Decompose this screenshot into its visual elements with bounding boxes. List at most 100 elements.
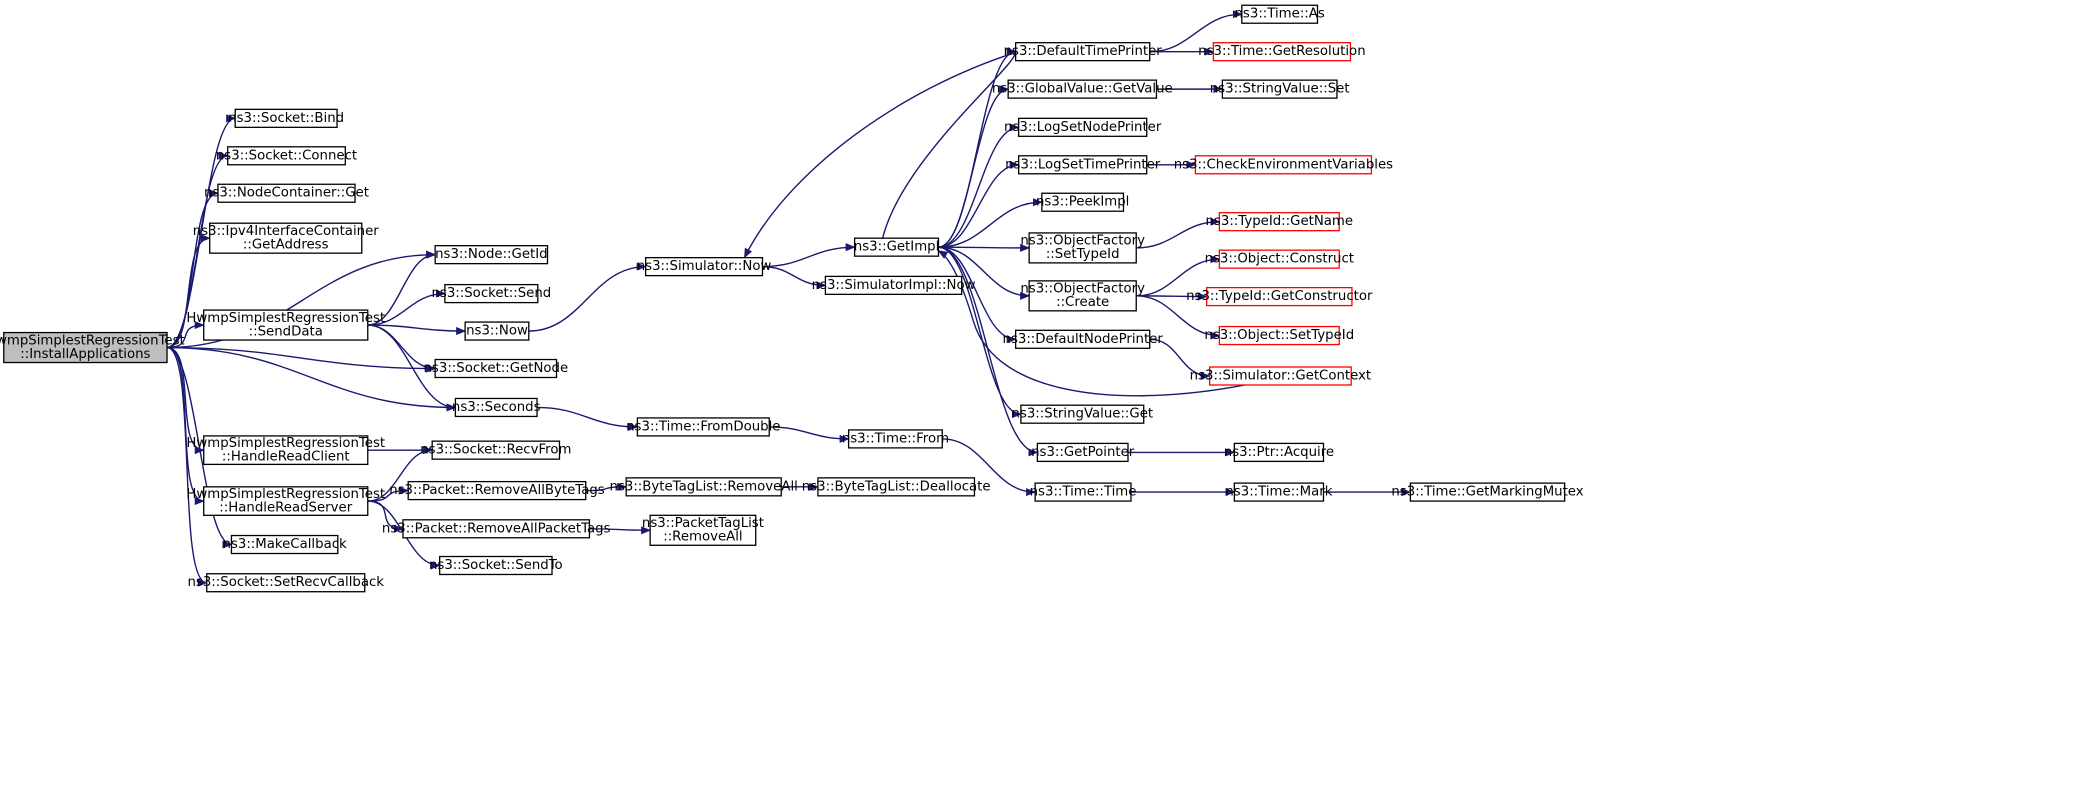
node-svset[interactable]: ns3::StringValue::Set bbox=[1210, 79, 1350, 99]
node-label: ::RemoveAll bbox=[663, 530, 742, 545]
node-ptlremoveall[interactable]: ns3::PacketTagList::RemoveAll bbox=[642, 514, 764, 546]
edge-senddata-to-now bbox=[367, 324, 467, 336]
node-handleclient[interactable]: HwmpSimplestRegressionTest::HandleReadCl… bbox=[186, 435, 385, 466]
node-nodegetid[interactable]: ns3::Node::GetId bbox=[434, 245, 549, 265]
edge-root-to-seconds bbox=[167, 346, 457, 412]
node-timetime[interactable]: ns3::Time::Time bbox=[1030, 482, 1137, 502]
node-layer: HwmpSimplestRegressionTest::InstallAppli… bbox=[0, 4, 1584, 593]
node-peekimpl[interactable]: ns3::PeekImpl bbox=[1036, 192, 1129, 212]
node-rmbytetags[interactable]: ns3::Packet::RemoveAllByteTags bbox=[389, 480, 605, 501]
node-logsetnode[interactable]: ns3::LogSetNodePrinter bbox=[1004, 117, 1162, 137]
edge-getimpl-to-ofsettypeid bbox=[938, 243, 1031, 252]
node-label: ns3::ObjectFactory bbox=[1020, 282, 1145, 297]
node-box bbox=[1409, 482, 1566, 502]
edge-simnow-to-getimpl bbox=[762, 243, 856, 268]
edge-ofcreate-to-objsettypeid bbox=[1136, 295, 1221, 340]
node-sendto[interactable]: ns3::Socket::SendTo bbox=[429, 555, 563, 576]
node-deftimeprinter[interactable]: ns3::DefaultTimePrinter bbox=[1004, 42, 1163, 62]
node-label: HwmpSimplestRegressionTest bbox=[186, 436, 385, 451]
node-label: ns3::StringValue::Get bbox=[1011, 407, 1153, 422]
node-label: ns3::DefaultTimePrinter bbox=[1004, 44, 1163, 59]
node-box bbox=[1218, 249, 1340, 269]
node-ofsettypeid[interactable]: ns3::ObjectFactory::SetTypeId bbox=[1020, 232, 1145, 264]
edge-getimpl-to-svget bbox=[938, 246, 1022, 419]
node-getpointer[interactable]: ns3::GetPointer bbox=[1031, 442, 1135, 463]
edge-simnow-to-simimplnow bbox=[762, 265, 827, 290]
node-box bbox=[824, 275, 963, 296]
node-timeas[interactable]: ns3::Time::As bbox=[1235, 4, 1325, 24]
node-handleserver[interactable]: HwmpSimplestRegressionTest::HandleReadSe… bbox=[186, 486, 385, 516]
node-ofcreate[interactable]: ns3::ObjectFactory::Create bbox=[1020, 280, 1145, 312]
node-box bbox=[817, 477, 976, 497]
node-typeidgetctor[interactable]: ns3::TypeId::GetConstructor bbox=[1186, 286, 1373, 307]
node-now[interactable]: ns3::Now bbox=[464, 321, 530, 341]
edge-getimpl-to-simnow bbox=[743, 51, 1017, 259]
edge-getimpl-to-getpointer bbox=[938, 246, 1039, 457]
edge-root-to-nodecontget bbox=[166, 189, 219, 349]
node-label: ns3::PacketTagList bbox=[642, 516, 764, 531]
node-ipv4addr[interactable]: ns3::Ipv4InterfaceContainer::GetAddress bbox=[193, 222, 380, 254]
edge-root-to-nodegetid bbox=[167, 250, 437, 349]
node-box bbox=[1221, 79, 1338, 99]
node-objsettypeid[interactable]: ns3::Object::SetTypeId bbox=[1204, 325, 1354, 346]
node-label: ns3::StringValue::Set bbox=[1210, 82, 1350, 97]
node-box bbox=[206, 573, 366, 593]
node-objconstruct[interactable]: ns3::Object::Construct bbox=[1205, 249, 1354, 269]
node-label: ns3::DefaultNodePrinter bbox=[1003, 332, 1164, 347]
node-simnow[interactable]: ns3::Simulator::Now bbox=[637, 257, 772, 277]
node-svget[interactable]: ns3::StringValue::Get bbox=[1011, 404, 1153, 424]
node-timemark[interactable]: ns3::Time::Mark bbox=[1225, 482, 1333, 502]
node-box bbox=[402, 519, 591, 539]
node-defnodeprinter[interactable]: ns3::DefaultNodePrinter bbox=[1003, 329, 1164, 349]
edge-root-to-setrecvcb bbox=[166, 346, 208, 587]
node-box bbox=[853, 237, 940, 257]
node-checkenv[interactable]: ns3::CheckEnvironmentVariables bbox=[1174, 155, 1393, 175]
node-sockbind[interactable]: ns3::Socket::Bind bbox=[228, 108, 344, 128]
node-box bbox=[434, 245, 549, 265]
node-timegetres[interactable]: ns3::Time::GetResolution bbox=[1198, 42, 1366, 62]
node-makecallback[interactable]: ns3::MakeCallback bbox=[223, 534, 348, 555]
node-box bbox=[1041, 192, 1125, 212]
node-gvgetvalue[interactable]: ns3::GlobalValue::GetValue bbox=[992, 79, 1173, 99]
node-socksend[interactable]: ns3::Socket::Send bbox=[431, 283, 551, 304]
node-label: ns3::Object::Construct bbox=[1205, 252, 1354, 267]
node-recvfrom[interactable]: ns3::Socket::RecvFrom bbox=[420, 440, 571, 460]
node-label: ns3::Packet::RemoveAllPacketTags bbox=[382, 521, 611, 536]
node-getmarkingmutex[interactable]: ns3::Time::GetMarkingMutex bbox=[1391, 482, 1584, 502]
node-label: ns3::GetPointer bbox=[1031, 445, 1135, 460]
node-box bbox=[1218, 212, 1340, 232]
node-label: ns3::Time::From bbox=[842, 431, 949, 446]
node-box bbox=[203, 309, 369, 341]
node-btlremoveall[interactable]: ns3::ByteTagList::RemoveAll bbox=[610, 477, 798, 497]
node-label: ns3::Simulator::GetContext bbox=[1190, 368, 1371, 383]
node-box bbox=[454, 397, 538, 418]
node-label: ns3::Now bbox=[466, 324, 528, 339]
node-seconds[interactable]: ns3::Seconds bbox=[452, 397, 541, 418]
node-logsettime[interactable]: ns3::LogSetTimePrinter bbox=[1005, 155, 1161, 175]
node-simgetcontext[interactable]: ns3::Simulator::GetContext bbox=[1190, 366, 1371, 386]
node-label: ::SetTypeId bbox=[1046, 247, 1120, 262]
node-label: ns3::Object::SetTypeId bbox=[1204, 328, 1354, 343]
node-simimplnow[interactable]: ns3::SimulatorImpl::Now bbox=[812, 275, 976, 296]
node-label: ::HandleReadServer bbox=[219, 500, 352, 515]
node-ptracquire[interactable]: ns3::Ptr::Acquire bbox=[1224, 442, 1334, 463]
node-btldealloc[interactable]: ns3::ByteTagList::Deallocate bbox=[802, 477, 991, 497]
node-getimpl[interactable]: ns3::GetImpl bbox=[853, 237, 940, 257]
node-box bbox=[203, 486, 369, 516]
node-rmpackettags[interactable]: ns3::Packet::RemoveAllPacketTags bbox=[382, 519, 611, 539]
node-label: ns3::Packet::RemoveAllByteTags bbox=[389, 483, 605, 498]
node-fromdouble[interactable]: ns3::Time::FromDouble bbox=[626, 417, 780, 437]
node-timefrom[interactable]: ns3::Time::From bbox=[842, 429, 949, 449]
node-sockconnect[interactable]: ns3::Socket::Connect bbox=[216, 146, 357, 166]
node-label: ::GetAddress bbox=[243, 237, 329, 252]
node-nodecontget[interactable]: ns3::NodeContainer::Get bbox=[204, 183, 369, 203]
node-root[interactable]: HwmpSimplestRegressionTest::InstallAppli… bbox=[0, 331, 185, 364]
edge-senddata-to-seconds bbox=[367, 324, 457, 412]
node-box bbox=[1017, 117, 1148, 137]
node-setrecvcb[interactable]: ns3::Socket::SetRecvCallback bbox=[187, 573, 384, 593]
node-typeidgetname[interactable]: ns3::TypeId::GetName bbox=[1206, 212, 1354, 232]
node-senddata[interactable]: HwmpSimplestRegressionTest::SendData bbox=[186, 309, 385, 341]
node-box bbox=[444, 283, 539, 304]
edge-now-to-simnow bbox=[528, 262, 647, 332]
node-sockgetnode[interactable]: ns3::Socket::GetNode bbox=[424, 358, 569, 379]
